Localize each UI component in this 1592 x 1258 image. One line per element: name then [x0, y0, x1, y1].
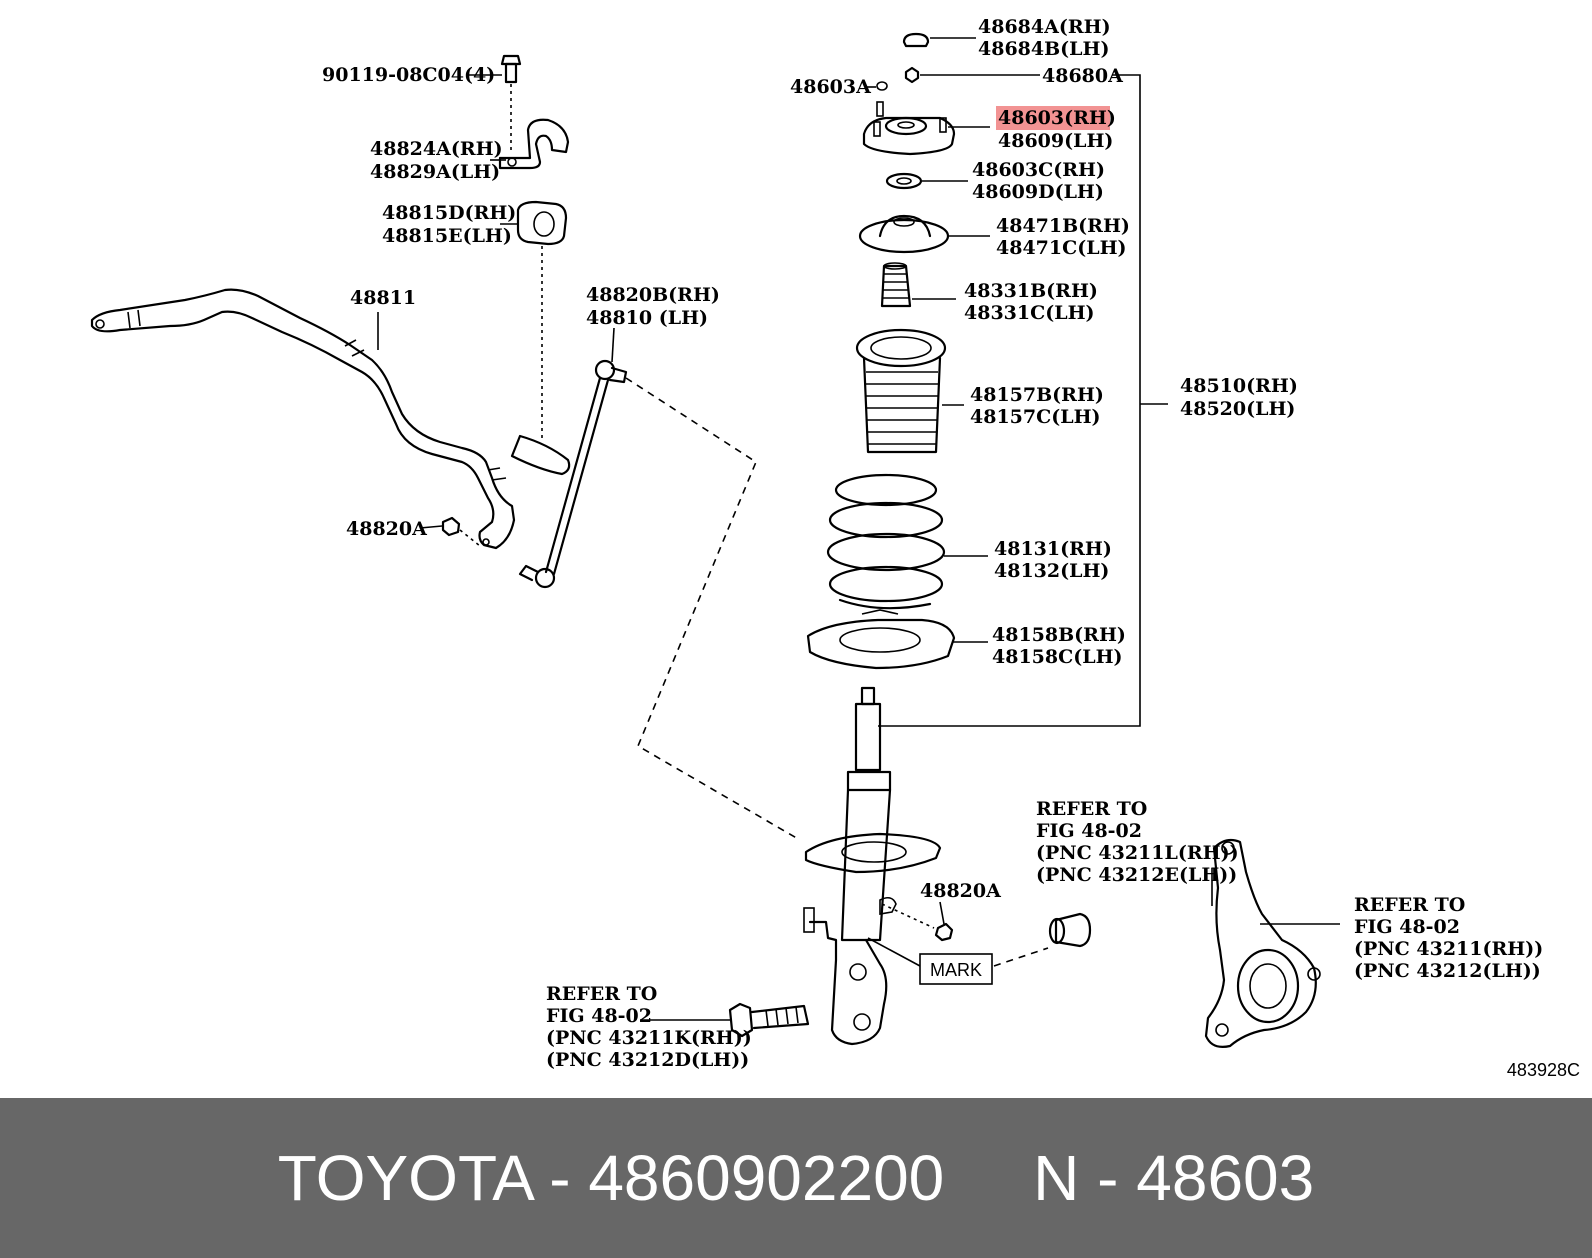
bolt-90119: [500, 54, 522, 150]
lower-bolt: [728, 1002, 810, 1038]
cam-bushing: [1048, 912, 1092, 948]
stabilizer-link: [518, 359, 628, 589]
label-48510: 48510(RH): [1180, 375, 1298, 397]
refer1-line1: REFER TO: [1036, 798, 1147, 820]
label-48603c: 48603C(RH): [972, 159, 1105, 181]
label-48810: 48810 (LH): [586, 307, 708, 329]
refer3-line2: FIG 48-02: [546, 1005, 652, 1027]
label-48157c: 48157C(LH): [970, 406, 1101, 428]
leader-lines: [377, 37, 1340, 1021]
footer-bar: TOYOTA - 4860902200 N - 48603: [0, 1098, 1592, 1258]
label-48815d: 48815D(RH): [382, 202, 516, 224]
label-48829a: 48829A(LH): [370, 161, 500, 183]
nut-48820a-left: [441, 516, 481, 547]
label-48820b: 48820B(RH): [586, 284, 720, 306]
mark-callout: MARK: [867, 937, 1049, 985]
label-48820a-left: 48820A: [346, 518, 427, 540]
shock-absorber: [803, 686, 942, 1046]
strut-stack: [803, 32, 956, 1046]
highlight-48603: [996, 106, 1110, 130]
stabilizer-bar: [90, 288, 571, 550]
bracket-48824a: [498, 118, 570, 170]
steering-knuckle: [1204, 838, 1321, 1048]
label-48684a: 48684A(RH): [978, 16, 1111, 38]
label-48331b: 48331B(RH): [964, 280, 1098, 302]
refer3-line1: REFER TO: [546, 983, 657, 1005]
label-48609: 48609(LH): [998, 130, 1113, 152]
label-48820a-right: 48820A: [920, 880, 1001, 902]
refer1-line2: FIG 48-02: [1036, 820, 1142, 842]
label-48603a: 48603A: [790, 76, 871, 98]
label-48684b: 48684B(LH): [978, 38, 1109, 60]
nut-48820a-right: [881, 903, 954, 942]
label-48158b: 48158B(RH): [992, 624, 1126, 646]
footer-title: TOYOTA - 4860902200 N - 48603: [277, 1142, 1315, 1214]
coil-spring-48131: [826, 473, 946, 610]
label-48471c: 48471C(LH): [996, 237, 1127, 259]
refer1-line3: (PNC 43211L(RH)): [1036, 842, 1239, 864]
suspension-parts-diagram: MARK: [90, 16, 1580, 1080]
label-90119: 90119-08C04(4): [322, 64, 495, 86]
part-labels: 90119-08C04(4) 48684A(RH) 48684B(LH) 486…: [322, 16, 1580, 1080]
refer3-line4: (PNC 43212D(LH)): [546, 1049, 749, 1071]
refer2-line1: REFER TO: [1354, 894, 1465, 916]
bushing-48815d: [516, 200, 568, 440]
figure-code: 483928C: [1507, 1060, 1580, 1080]
label-48132: 48132(LH): [994, 560, 1109, 582]
label-48603: 48603(RH): [998, 107, 1116, 129]
label-48520: 48520(LH): [1180, 398, 1295, 420]
refer2-line4: (PNC 43212(LH)): [1354, 960, 1541, 982]
refer3-line3: (PNC 43211K(RH)): [546, 1027, 752, 1049]
label-48815e: 48815E(LH): [382, 225, 512, 247]
label-48609d: 48609D(LH): [972, 181, 1104, 203]
label-48157b: 48157B(RH): [970, 384, 1104, 406]
refer2-line2: FIG 48-02: [1354, 916, 1460, 938]
label-48471b: 48471B(RH): [996, 215, 1130, 237]
label-48158c: 48158C(LH): [992, 646, 1123, 668]
label-48824a: 48824A(RH): [370, 138, 503, 160]
label-48680a: 48680A: [1042, 65, 1123, 87]
label-48811: 48811: [350, 287, 416, 309]
refer1-line4: (PNC 43212E(LH)): [1036, 864, 1237, 886]
assembly-bracket-48510: [878, 74, 1141, 727]
label-48131: 48131(RH): [994, 538, 1112, 560]
label-48331c: 48331C(LH): [964, 302, 1095, 324]
refer2-line3: (PNC 43211(RH)): [1354, 938, 1543, 960]
mark-label: MARK: [930, 960, 982, 980]
